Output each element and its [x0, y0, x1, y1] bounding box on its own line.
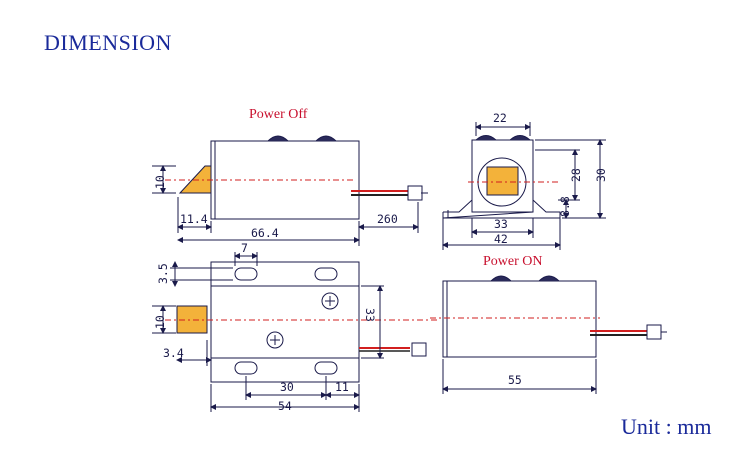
- dim-front-top: 22: [493, 111, 507, 125]
- screw-head: [475, 135, 497, 141]
- dim-top-54: 54: [278, 399, 292, 413]
- side-view-power-off: [152, 135, 428, 246]
- screw-head: [267, 135, 289, 142]
- dim-front-42: 42: [494, 232, 508, 246]
- dim-top-11: 11: [335, 380, 349, 394]
- screw-head: [509, 135, 531, 141]
- dim-top-30: 30: [280, 380, 294, 394]
- screw-head: [315, 135, 337, 142]
- dim-side-height: 10: [153, 175, 167, 189]
- page-title: DIMENSION: [44, 30, 172, 55]
- dim-top-tongue: 10: [153, 315, 167, 329]
- dim-side-tongue: 11.4: [180, 212, 208, 226]
- dim-top-slot-7: 7: [241, 241, 248, 255]
- dim-front-30: 30: [594, 168, 608, 182]
- dim-side-wire: 260: [377, 212, 398, 226]
- mounting-slot: [314, 361, 338, 375]
- screw: [321, 292, 339, 310]
- dim-top-3-5: 3.5: [156, 263, 170, 284]
- front-view: [442, 122, 606, 250]
- screw-head: [490, 275, 512, 282]
- dim-side-length: 66.4: [251, 226, 279, 240]
- mounting-slot: [234, 361, 258, 375]
- dim-front-28: 28: [569, 168, 583, 182]
- mounting-slot: [234, 267, 258, 281]
- dim-on-55: 55: [508, 373, 522, 387]
- top-view: [152, 252, 440, 412]
- mounting-slot: [314, 267, 338, 281]
- dim-top-33: 33: [363, 308, 377, 322]
- dim-front-33: 33: [494, 217, 508, 231]
- screw: [266, 331, 284, 349]
- side-view-power-on: [430, 275, 667, 394]
- dim-top-3-4: 3.4: [163, 346, 184, 360]
- unit-label: Unit : mm: [621, 414, 712, 439]
- dim-front-8-8: 8.8: [558, 196, 572, 217]
- latch-tongue-front: [486, 166, 519, 196]
- power-on-label: Power ON: [483, 254, 543, 269]
- power-off-label: Power Off: [249, 107, 308, 122]
- screw-head: [538, 275, 560, 282]
